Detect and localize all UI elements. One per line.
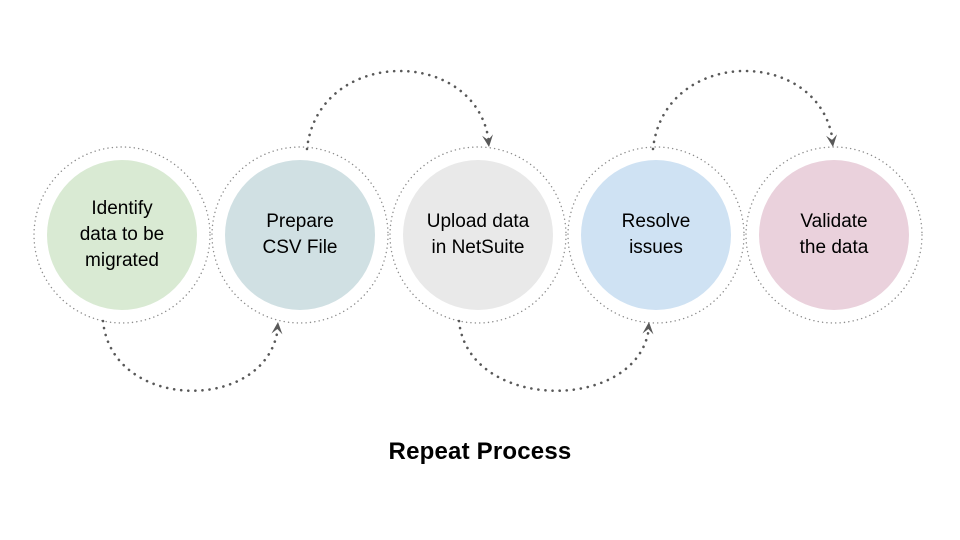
step-ring-validate-data	[745, 146, 923, 324]
step-circle-upload-netsuite: Upload data in NetSuite	[403, 160, 553, 310]
connector-arc-resolve-to-validate	[651, 69, 835, 151]
connector-arc-upload-to-resolve	[457, 319, 651, 392]
step-label-line: Validate	[800, 211, 868, 232]
step-label-line: the data	[799, 237, 869, 258]
step-ring-resolve-issues	[567, 146, 745, 324]
step-label-line: Identify	[91, 198, 153, 219]
step-circle-identify-data: Identify data to be migrated	[47, 160, 197, 310]
step-label-line: issues	[629, 237, 683, 258]
arrowhead-down-icon	[482, 134, 493, 147]
step-circle-resolve-issues: Resolve issues	[581, 160, 731, 310]
step-label-line: Prepare	[266, 211, 334, 232]
arrowhead-down-icon	[826, 134, 837, 147]
step-label-line: Upload data	[426, 211, 530, 232]
step-label-line: migrated	[85, 250, 159, 271]
connector-arc-identify-to-prepare	[101, 319, 280, 392]
arrowhead-up-icon	[271, 322, 283, 335]
step-label-line: Resolve	[621, 211, 691, 232]
step-circle-prepare-csv: Prepare CSV File	[225, 160, 375, 310]
step-label-line: data to be	[79, 224, 165, 245]
connector-arc-prepare-to-upload	[305, 69, 491, 151]
step-ring-upload-netsuite	[389, 146, 567, 324]
step-circle-validate-data: Validate the data	[759, 160, 909, 310]
arrowhead-up-icon	[642, 322, 654, 335]
step-ring-prepare-csv	[211, 146, 389, 324]
step-label-line: in NetSuite	[431, 237, 525, 258]
step-ring-identify-data	[33, 146, 211, 324]
caption-repeat-process: Repeat Process	[388, 438, 572, 465]
step-label-line: CSV File	[262, 237, 338, 258]
